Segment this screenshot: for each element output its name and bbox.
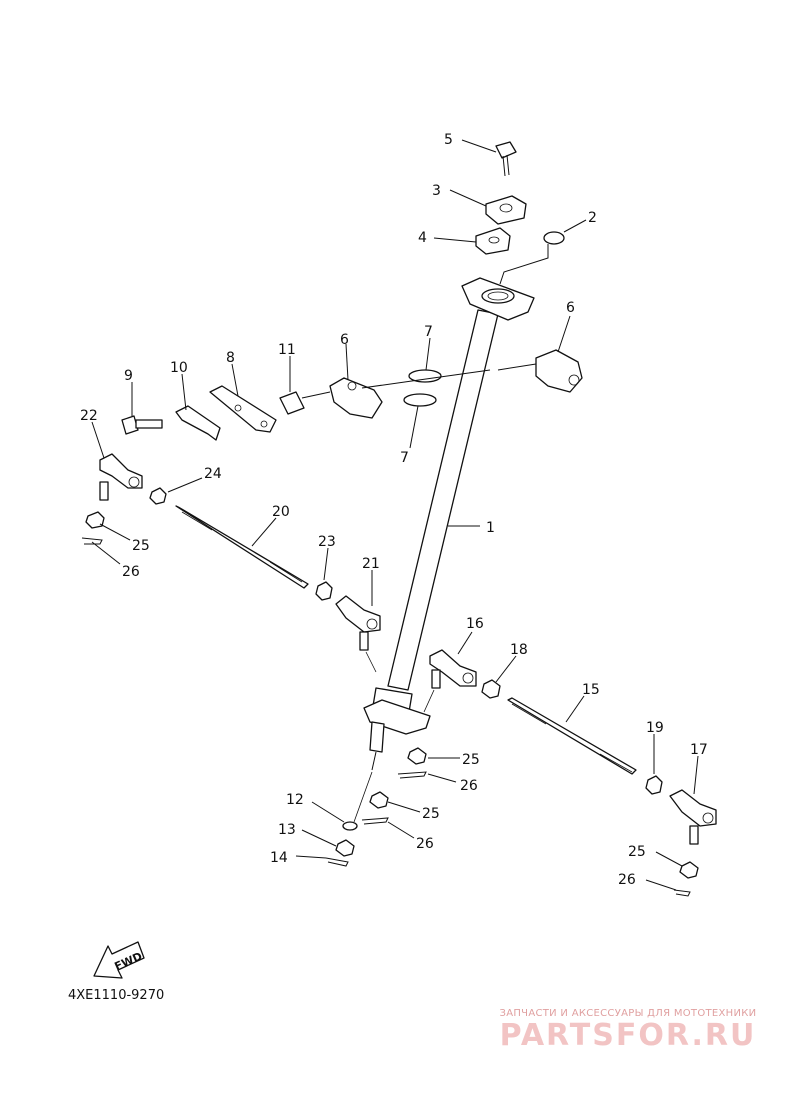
callout-12: 12 [286,792,304,808]
circlip-7-upper [408,369,442,383]
nut-25-right [679,861,699,879]
nut-13 [335,839,355,857]
cap-2 [499,231,565,285]
watermark-tagline: ЗАПЧАСТИ И АКСЕССУАРЫ ДЛЯ МОТОТЕХНИКИ [499,1008,757,1019]
handlebar-holder-lower [475,227,511,255]
cotter-pin-26-upper-center [397,771,427,779]
callout-21: 21 [362,556,380,572]
callout-22: 22 [80,408,98,424]
callout-6a: 6 [340,332,349,348]
tie-rod-end-16 [429,649,477,689]
callout-5: 5 [444,132,453,148]
callout-labels: 1 2 3 4 5 6 6 7 7 8 9 10 11 12 13 14 15 … [80,132,708,888]
callout-6b: 6 [566,300,575,316]
callout-3: 3 [432,183,441,199]
collar-6-right [535,349,583,393]
cotter-pin-26-left [81,537,103,545]
callout-24: 24 [204,466,222,482]
callout-4: 4 [418,230,427,246]
callout-8: 8 [226,350,235,366]
cotter-pin-14 [325,857,349,867]
callout-25c: 25 [422,806,440,822]
callout-9: 9 [124,368,133,384]
callout-2: 2 [588,210,597,226]
nut-25-left [85,511,105,529]
collar-6-left [329,377,383,419]
nut-25-upper-center [407,747,427,765]
watermark-logo: PARTSFOR.RU [499,1018,757,1053]
callout-26d: 26 [618,872,636,888]
washer-12 [342,821,358,831]
callout-19: 19 [646,720,664,736]
callout-11: 11 [278,342,296,358]
tie-rod-20 [175,505,309,589]
callout-23: 23 [318,534,336,550]
cotter-pin-26-right [673,889,691,897]
circlip-7-lower [403,393,437,407]
callout-15: 15 [582,682,600,698]
fwd-arrow-icon: FWD [93,941,145,979]
lock-washer-10 [175,405,221,441]
tie-rod-end-17 [669,789,717,845]
callout-18: 18 [510,642,528,658]
callout-17: 17 [690,742,708,758]
cotter-pin-26-lower-center [361,817,389,825]
leader-lines [91,139,699,891]
callout-25d: 25 [628,844,646,860]
callout-1: 1 [486,520,495,536]
callout-26c: 26 [416,836,434,852]
plate-8 [209,385,277,433]
callout-26a: 26 [122,564,140,580]
pin-11 [279,391,331,415]
handlebar-holder-upper [485,195,527,225]
tie-rod-15 [507,697,637,775]
callout-13: 13 [278,822,296,838]
nut-23 [315,581,333,601]
tie-rod-end-21 [335,595,381,651]
steering-shaft [363,277,535,771]
tie-rod-end-22 [99,453,143,501]
callout-26b: 26 [460,778,478,794]
callout-14: 14 [270,850,288,866]
nut-24 [149,487,167,505]
callout-10: 10 [170,360,188,376]
callout-16: 16 [466,616,484,632]
callout-7b: 7 [400,450,409,466]
nut-18 [481,679,501,699]
watermark: ЗАПЧАСТИ И АКСЕССУАРЫ ДЛЯ МОТОТЕХНИКИ PA… [478,1008,778,1053]
catalog-code: 4XE1110-9270 [68,988,165,1003]
callout-25a: 25 [132,538,150,554]
callout-25b: 25 [462,752,480,768]
bolt-9 [121,415,163,435]
nut-19 [645,775,663,795]
nut-25-lower-center [369,791,389,809]
callout-7a: 7 [424,324,433,340]
bolt-5 [495,141,517,177]
callout-20: 20 [272,504,290,520]
